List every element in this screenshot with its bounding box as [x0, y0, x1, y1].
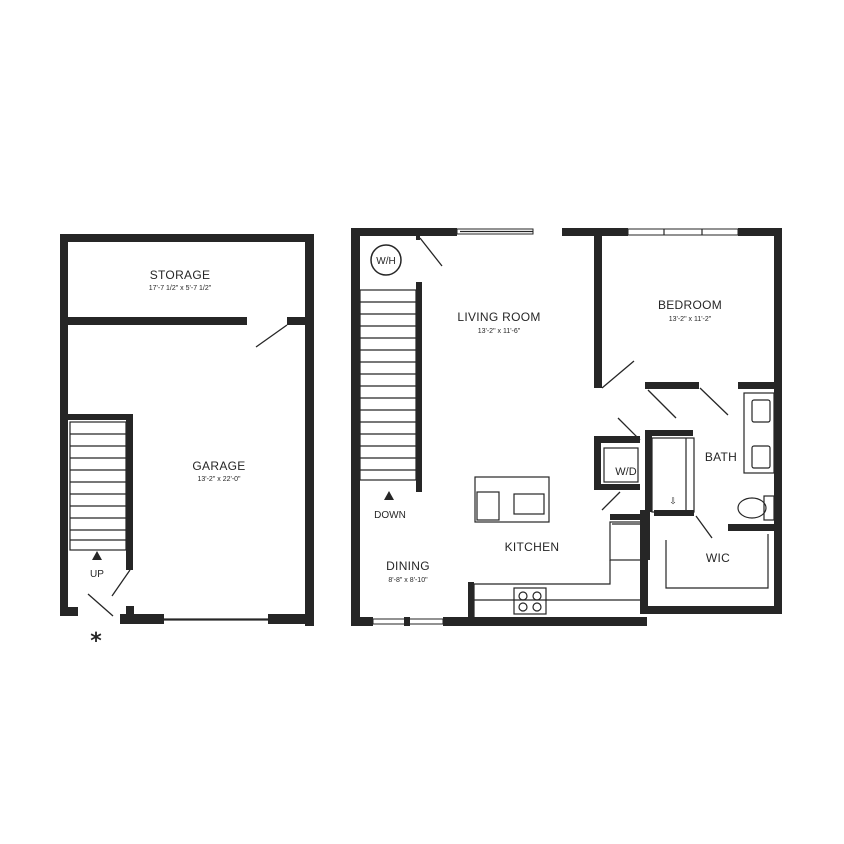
garage-wall-left [60, 234, 68, 616]
sink-1-icon [751, 399, 771, 423]
dishwasher [476, 491, 500, 521]
linen-door[interactable] [647, 389, 677, 419]
storage-partition [68, 317, 247, 325]
wic-name: WIC [706, 551, 730, 565]
dining-name: DINING [386, 559, 430, 573]
laundry-door-2[interactable] [601, 491, 621, 511]
bedroom-wall-top-a [594, 228, 628, 236]
bath-name: BATH [705, 450, 737, 464]
garage-name: GARAGE [192, 459, 245, 473]
wic-door[interactable] [695, 515, 713, 539]
entry-door[interactable] [87, 593, 114, 617]
garage-door-opening [163, 618, 269, 621]
wic-wall-left [642, 510, 650, 560]
upper-wall-right [774, 228, 782, 614]
laundry-wall [594, 436, 601, 490]
kitchen-counter [474, 560, 611, 585]
storage-partition-right [287, 317, 305, 325]
island-sink-icon [513, 493, 545, 515]
garage-wall-right [305, 234, 314, 626]
stair-wall-top [68, 414, 132, 420]
garage-wall-top [60, 234, 314, 242]
upper-wall-top-left [351, 228, 457, 236]
entry-jamb [126, 606, 134, 616]
wic-wall-top [728, 524, 774, 531]
water-heater-door[interactable] [419, 237, 443, 267]
bedroom-wall-top-b [738, 228, 782, 236]
burner-icon [518, 591, 528, 601]
garage-wall-bottom-right [268, 614, 314, 624]
toilet-icon [737, 497, 767, 519]
living-room-name: LIVING ROOM [457, 310, 540, 324]
stair-down [359, 289, 417, 481]
bath-wall-left [645, 430, 652, 512]
upper-wall-top-right [562, 228, 602, 236]
bath-wall-top [738, 382, 778, 389]
up-arrow-icon [92, 551, 102, 560]
dining-dims: 8'-8" x 8'-10" [388, 577, 428, 584]
garage-wall-bottom-mid [120, 614, 164, 624]
bedroom-name: BEDROOM [658, 298, 722, 312]
refrigerator [609, 521, 643, 561]
garage-wall-bottom-left [60, 607, 78, 616]
lower-level: UP * STORAGE 17'-7 1/2" x 5'-7 1/2" GARA… [60, 234, 314, 654]
kitchen-name: KITCHEN [505, 540, 560, 554]
garage-dims: 13'-2" x 22'-0" [197, 476, 241, 483]
bedroom-wall-bottom [645, 382, 699, 389]
storage-dims: 17'-7 1/2" x 5'-7 1/2" [149, 285, 212, 292]
upper-wall-bottom-right [640, 606, 782, 614]
kitchen-wall [610, 514, 646, 520]
stair-down-wall [416, 282, 422, 492]
washer-dryer-label: W/D [615, 466, 636, 478]
stair-down-label: DOWN [374, 510, 406, 521]
bedroom-window [627, 228, 739, 236]
stair-wall-right [126, 414, 133, 570]
upper-wall-left [351, 228, 360, 626]
upper-level: W/H DOWN [351, 228, 782, 626]
range [513, 587, 547, 615]
washer-dryer-icon [603, 447, 639, 483]
storage-name: STORAGE [150, 268, 211, 282]
vanity [743, 392, 775, 474]
water-heater-icon [370, 244, 402, 276]
storage-door[interactable] [255, 324, 288, 348]
laundry-door[interactable] [617, 417, 641, 441]
upper-wall-bottom-left [351, 617, 373, 626]
upper-wall-bottom-mid [443, 617, 647, 626]
wic-shelf [665, 534, 769, 589]
bath-door[interactable] [699, 387, 729, 416]
stair-up-label: UP [90, 569, 104, 580]
shower-drain-icon: ⇩ [669, 496, 677, 506]
living-room-dims: 13'-2" x 11'-6" [478, 328, 521, 335]
down-arrow-icon [384, 491, 394, 500]
water-heater-label: W/H [376, 256, 395, 267]
bedroom-wall-left [594, 228, 602, 388]
entry-marker: * [90, 629, 102, 654]
stair-up [69, 421, 127, 551]
stair-door[interactable] [111, 569, 131, 597]
sink-2-icon [751, 445, 771, 469]
bedroom-door[interactable] [601, 360, 635, 389]
kitchen-island [474, 476, 550, 523]
bedroom-dims: 13'-2" x 11'-2" [669, 316, 712, 323]
